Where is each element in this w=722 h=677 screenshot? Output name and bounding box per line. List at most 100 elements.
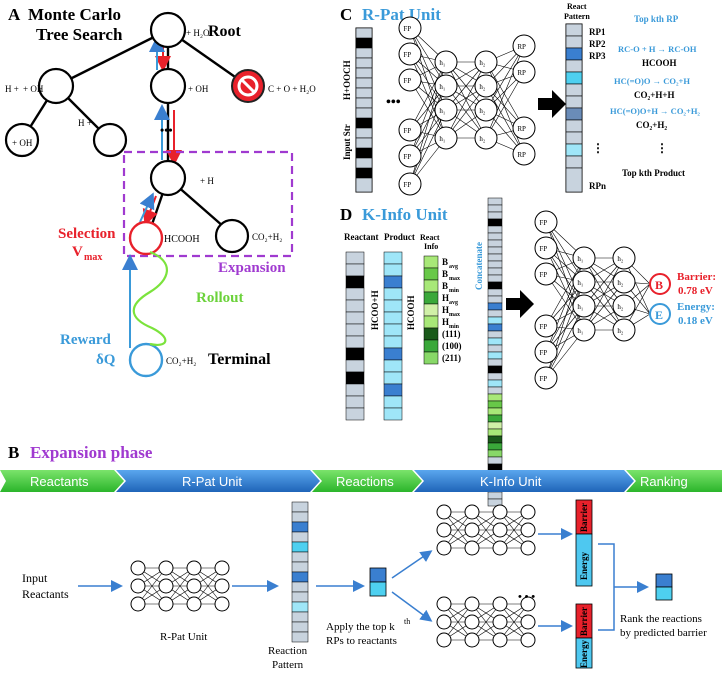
banner-label: Reactions <box>336 474 394 489</box>
banner-segment-reactions <box>312 470 422 492</box>
info-label: (111) <box>442 329 461 339</box>
panel-a-title-2: Tree Search <box>36 25 123 44</box>
neuron <box>492 504 508 520</box>
connection <box>499 511 529 549</box>
strip-cell <box>345 311 365 325</box>
neuron <box>520 632 536 648</box>
forbidden-icon-bar <box>240 78 256 94</box>
strip-cell <box>423 303 439 317</box>
neuron <box>130 578 146 594</box>
info-label: (211) <box>442 353 461 363</box>
panel-d-letter: D <box>340 205 352 224</box>
neuron <box>534 314 558 338</box>
neuron-label: FP <box>539 375 547 383</box>
neuron <box>492 540 508 556</box>
neuron <box>572 246 596 270</box>
strip-cell <box>487 498 503 507</box>
strip-cell <box>487 302 503 311</box>
rp-item: RPn <box>589 181 606 191</box>
neuron <box>186 578 202 594</box>
reaction-pattern-2: Pattern <box>272 659 304 671</box>
connection <box>545 221 585 307</box>
neuron <box>612 294 636 318</box>
flow-arrow <box>391 550 433 579</box>
react-pattern-1: React <box>567 2 587 11</box>
tree-node <box>149 67 187 105</box>
strip-cell <box>423 315 439 329</box>
strip-cell <box>291 611 309 623</box>
apply-label-2: RPs to reactants <box>326 635 397 647</box>
neuron <box>492 596 508 612</box>
strip-cell <box>487 246 503 255</box>
apply-sup: th <box>404 617 410 626</box>
expansion-box <box>122 150 294 258</box>
connection <box>499 603 529 641</box>
neuron <box>612 270 636 294</box>
strip-cell <box>345 371 365 385</box>
info-label-sub: avg <box>449 300 458 306</box>
connection <box>471 603 501 641</box>
info-label: H <box>442 305 449 315</box>
neuron <box>398 42 422 66</box>
neuron-label: FP <box>403 153 411 161</box>
neuron <box>214 560 230 576</box>
rollout-path <box>132 250 168 346</box>
panel-b: B Expansion phase Reactants R-Pat Unit R… <box>0 443 722 671</box>
species-label: H + <box>5 84 19 94</box>
strip-cell <box>487 351 503 360</box>
info-label: (100) <box>442 341 462 351</box>
neuron-label: FP <box>403 127 411 135</box>
connection <box>137 567 167 605</box>
neuron <box>186 596 202 612</box>
strip-cell <box>291 631 309 643</box>
tree-node <box>37 67 75 105</box>
neuron <box>434 98 458 122</box>
strip-cell <box>487 365 503 374</box>
strip-cell <box>291 591 309 603</box>
strip-cell <box>383 263 403 277</box>
strip-cell <box>383 395 403 409</box>
panel-a-title-1: Monte Carlo <box>28 5 121 24</box>
energy-block <box>575 533 593 587</box>
neuron <box>464 522 480 538</box>
connection <box>485 45 525 111</box>
strip-cell <box>487 372 503 381</box>
strip-cell <box>345 323 365 337</box>
strip-cell <box>423 351 439 365</box>
strip-cell <box>345 347 365 361</box>
neuron-label: h₂ <box>617 279 624 287</box>
reaction-rule: RC-O + H → RC-OH <box>618 44 697 54</box>
neuron-label: h₁ <box>439 59 445 67</box>
species-label: CO₂+H₂ <box>166 356 196 366</box>
neuron <box>520 504 536 520</box>
rank-label-1: Rank the reactions <box>620 613 702 625</box>
connection <box>443 603 473 641</box>
neuron <box>474 98 498 122</box>
neuron <box>520 596 536 612</box>
input-label-2: Reactants <box>22 587 69 601</box>
ranked-block <box>655 586 673 601</box>
neuron-label: FP <box>403 77 411 85</box>
neuron <box>464 540 480 556</box>
connection <box>583 257 625 331</box>
strip-cell <box>487 323 503 332</box>
neuron <box>436 632 452 648</box>
strip-cell <box>487 435 503 444</box>
species-label: C + O + H₂O <box>268 84 316 94</box>
out-b: B <box>655 278 663 292</box>
neuron <box>534 262 558 286</box>
strip-cell <box>345 335 365 349</box>
merge-bracket <box>598 543 615 631</box>
neuron <box>398 172 422 196</box>
strip-cell <box>487 491 503 500</box>
expansion-label: Expansion <box>218 260 286 276</box>
rpat-mini-network <box>130 560 230 612</box>
connection <box>445 61 487 139</box>
neuron-label: FP <box>539 219 547 227</box>
neuron <box>214 596 230 612</box>
react-info-1: React <box>420 233 440 242</box>
species-label: + OH <box>188 84 209 94</box>
banner-segment-reactants <box>0 470 124 492</box>
root-node <box>149 11 187 49</box>
